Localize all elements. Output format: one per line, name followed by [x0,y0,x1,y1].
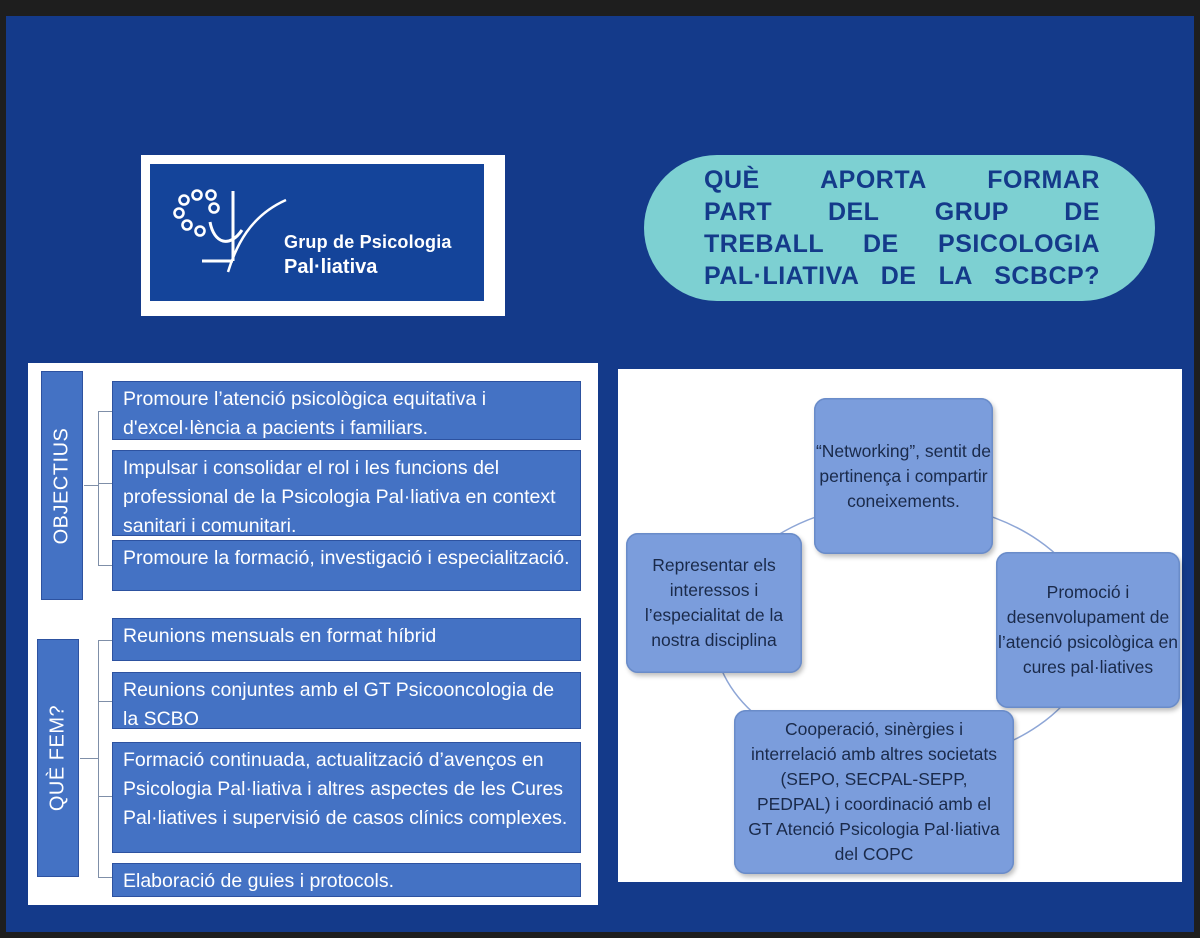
cycle-node-text: Representar els interessos i l’especiali… [644,555,784,650]
objectiu-item: Promoure l’atenció psicològica equitativ… [112,381,581,440]
bracket-tick [98,701,112,702]
bracket-tick [98,483,112,484]
title-line: PART DEL GRUP DE [704,198,1100,226]
objectives-and-activities-panel: OBJECTIUS Promoure l’atenció psicològica… [28,363,598,905]
logo-mark-icon [173,189,287,273]
logo: Grup de Psicologia Pal·liativa [141,155,505,316]
logo-text-line2: Pal·liativa [284,256,378,278]
cycle-node-networking: “Networking”, sentit de pertinença i com… [814,398,993,554]
que-fem-label: QUÈ FEM? [37,639,79,877]
objectius-connector [84,485,98,486]
objectius-label-text: OBJECTIUS [50,427,73,544]
title-line: TREBALL DE PSICOLOGIA [704,230,1100,258]
que-fem-connector [80,758,98,759]
cycle-node-promocio: Promoció i desenvolupament de l’atenció … [996,552,1180,708]
objectiu-item: Impulsar i consolidar el rol i les funci… [112,450,581,536]
bracket-tick [98,640,112,641]
bracket-tick [98,565,112,566]
activity-item: Elaboració de guies i protocols. [112,863,581,897]
poster-background: Grup de Psicologia Pal·liativa QUÈ APORT… [6,16,1194,932]
activity-item: Formació continuada, actualització d’ave… [112,742,581,853]
cycle-node-representar: Representar els interessos i l’especiali… [626,533,802,673]
title-line: PAL·LIATIVA DE LA SCBCP? [704,262,1100,290]
title-line: QUÈ APORTA FORMAR [704,166,1100,194]
objectius-bracket [98,411,99,565]
activity-item: Reunions conjuntes amb el GT Psicooncolo… [112,672,581,729]
objectiu-item: Promoure la formació, investigació i esp… [112,540,581,591]
cycle-node-text: “Networking”, sentit de pertinença i com… [815,440,992,511]
cycle-node-text: Promoció i desenvolupament de l’atenció … [998,582,1178,677]
bracket-tick [98,796,112,797]
que-fem-bracket [98,640,99,877]
page-title: QUÈ APORTA FORMAR PART DEL GRUP DE TREBA… [704,164,1100,292]
objectius-label: OBJECTIUS [41,371,83,600]
bracket-tick [98,411,112,412]
logo-text-line1: Grup de Psicologia [284,232,452,252]
title-pill: QUÈ APORTA FORMAR PART DEL GRUP DE TREBA… [644,155,1155,301]
que-fem-label-text: QUÈ FEM? [46,704,69,812]
cycle-node-text: Cooperació, sinèrgies i interrelació amb… [748,719,1000,864]
benefits-cycle-panel: “Networking”, sentit de pertinença i com… [618,369,1182,882]
cycle-node-cooperacio: Cooperació, sinèrgies i interrelació amb… [734,710,1014,874]
bracket-tick [98,877,112,878]
logo-panel: Grup de Psicologia Pal·liativa [150,164,484,301]
activity-item: Reunions mensuals en format híbrid [112,618,581,661]
